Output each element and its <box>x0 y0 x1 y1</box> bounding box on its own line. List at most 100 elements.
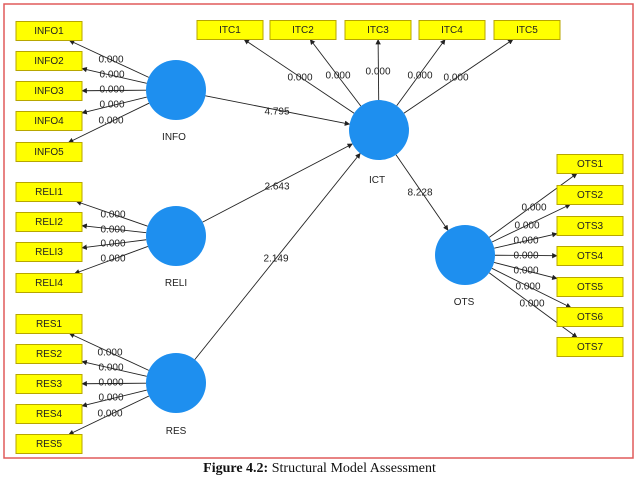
loading-link-ots3 <box>494 232 558 249</box>
indicator-ots2: OTS2 <box>556 185 624 205</box>
path-value-info-ict: 4.795 <box>264 107 289 118</box>
latent-res <box>146 353 206 413</box>
loading-link-itc3 <box>375 38 381 101</box>
indicator-reli3: RELI3 <box>15 242 83 262</box>
indicator-label: INFO4 <box>34 116 64 127</box>
indicator-label: RES2 <box>36 349 63 360</box>
indicator-res2: RES2 <box>15 344 83 364</box>
weight-label-itc4: 0.000 <box>407 71 432 82</box>
indicator-res1: RES1 <box>15 314 83 334</box>
weight-label-reli2: 0.000 <box>100 225 125 236</box>
indicator-label: OTS7 <box>577 342 604 353</box>
path-res-to-ict <box>194 152 361 360</box>
indicator-info2: INFO2 <box>15 51 83 71</box>
weight-label-res3: 0.000 <box>98 378 123 389</box>
indicator-label: ITC1 <box>219 25 241 36</box>
latent-ict <box>349 100 409 160</box>
indicator-ots5: OTS5 <box>556 277 624 297</box>
indicator-label: RES5 <box>36 439 63 450</box>
weight-label-info3: 0.000 <box>99 85 124 96</box>
indicator-reli4: RELI4 <box>15 273 83 293</box>
loading-link-reli3 <box>81 239 147 250</box>
weight-label-reli1: 0.000 <box>100 210 125 221</box>
indicator-label: RELI3 <box>35 247 63 258</box>
loading-link-res1 <box>68 333 149 371</box>
weight-label-itc5: 0.000 <box>443 73 468 84</box>
links-layer <box>67 38 578 435</box>
path-reli-to-ict <box>202 143 353 223</box>
weight-label-itc1: 0.000 <box>287 73 312 84</box>
path-value-res-ict: 2.149 <box>263 254 288 265</box>
indicator-res3: RES3 <box>15 374 83 394</box>
indicator-reli1: RELI1 <box>15 182 83 202</box>
indicator-label: ITC3 <box>367 25 389 36</box>
weight-label-ots6: 0.000 <box>515 282 540 293</box>
diagram-border <box>3 3 634 459</box>
indicator-label: INFO5 <box>34 147 64 158</box>
loading-link-info2 <box>81 66 147 84</box>
weight-label-reli3: 0.000 <box>100 239 125 250</box>
weight-label-info4: 0.000 <box>99 100 124 111</box>
weight-label-res2: 0.000 <box>98 363 123 374</box>
indicator-info4: INFO4 <box>15 111 83 131</box>
indicator-reli2: RELI2 <box>15 212 83 232</box>
indicator-itc1: ITC1 <box>196 20 264 40</box>
loading-link-itc4 <box>396 39 446 107</box>
indicator-label: ITC5 <box>516 25 538 36</box>
latent-reli <box>146 206 206 266</box>
weight-label-res5: 0.000 <box>97 409 122 420</box>
path-ict-to-ots <box>395 154 449 231</box>
indicator-label: RELI4 <box>35 278 63 289</box>
weight-label-ots4: 0.000 <box>513 251 538 262</box>
latent-label-ots: OTS <box>454 297 475 308</box>
loading-link-itc5 <box>403 39 514 114</box>
indicator-itc2: ITC2 <box>269 20 337 40</box>
loading-link-ots5 <box>493 262 558 280</box>
indicator-ots1: OTS1 <box>556 154 624 174</box>
loading-link-info5 <box>67 102 150 143</box>
figure-caption: Figure 4.2: Structural Model Assessment <box>0 461 639 477</box>
indicator-label: RES4 <box>36 409 63 420</box>
indicator-label: ITC2 <box>292 25 314 36</box>
indicator-label: RELI1 <box>35 187 63 198</box>
weight-label-info1: 0.000 <box>98 55 123 66</box>
path-value-ict-ots: 8.228 <box>407 188 432 199</box>
indicator-label: OTS4 <box>577 251 604 262</box>
loading-link-ots6 <box>491 267 572 308</box>
indicator-label: OTS5 <box>577 282 604 293</box>
weight-label-ots7: 0.000 <box>519 299 544 310</box>
loading-link-reli1 <box>75 200 148 227</box>
weight-label-res4: 0.000 <box>98 393 123 404</box>
indicator-info5: INFO5 <box>15 142 83 162</box>
indicator-ots7: OTS7 <box>556 337 624 357</box>
weight-label-info2: 0.000 <box>99 70 124 81</box>
loading-link-ots2 <box>491 204 571 243</box>
latent-ots <box>435 225 495 285</box>
weight-label-res1: 0.000 <box>97 348 122 359</box>
weight-label-ots1: 0.000 <box>521 203 546 214</box>
latent-label-info: INFO <box>162 132 186 143</box>
indicator-info3: INFO3 <box>15 81 83 101</box>
weight-label-itc3: 0.000 <box>365 67 390 78</box>
latent-label-res: RES <box>166 426 187 437</box>
indicator-res4: RES4 <box>15 404 83 424</box>
labels-layer: INFO RELI RES ICT OTS 0.000 0.000 0.000 0.000 0.0… <box>97 55 546 438</box>
latent-info <box>146 60 206 120</box>
weight-label-ots3: 0.000 <box>513 236 538 247</box>
loading-link-itc2 <box>309 39 362 107</box>
indicator-ots6: OTS6 <box>556 307 624 327</box>
indicator-label: INFO2 <box>34 56 64 67</box>
loading-link-res3 <box>81 381 147 387</box>
indicator-label: INFO3 <box>34 86 64 97</box>
indicator-itc3: ITC3 <box>344 20 412 40</box>
loading-link-reli4 <box>74 245 149 275</box>
weight-label-itc2: 0.000 <box>325 71 350 82</box>
indicator-label: INFO1 <box>34 26 64 37</box>
latent-label-ict: ICT <box>369 175 385 186</box>
weight-label-reli4: 0.000 <box>100 254 125 265</box>
indicator-label: OTS1 <box>577 159 604 170</box>
latent-label-reli: RELI <box>165 278 187 289</box>
nodes-layer: INFO1INFO2INFO3INFO4INFO5RELI1RELI2RELI3… <box>15 20 624 454</box>
indicator-label: OTS2 <box>577 190 604 201</box>
path-value-reli-ict: 2.643 <box>264 182 289 193</box>
